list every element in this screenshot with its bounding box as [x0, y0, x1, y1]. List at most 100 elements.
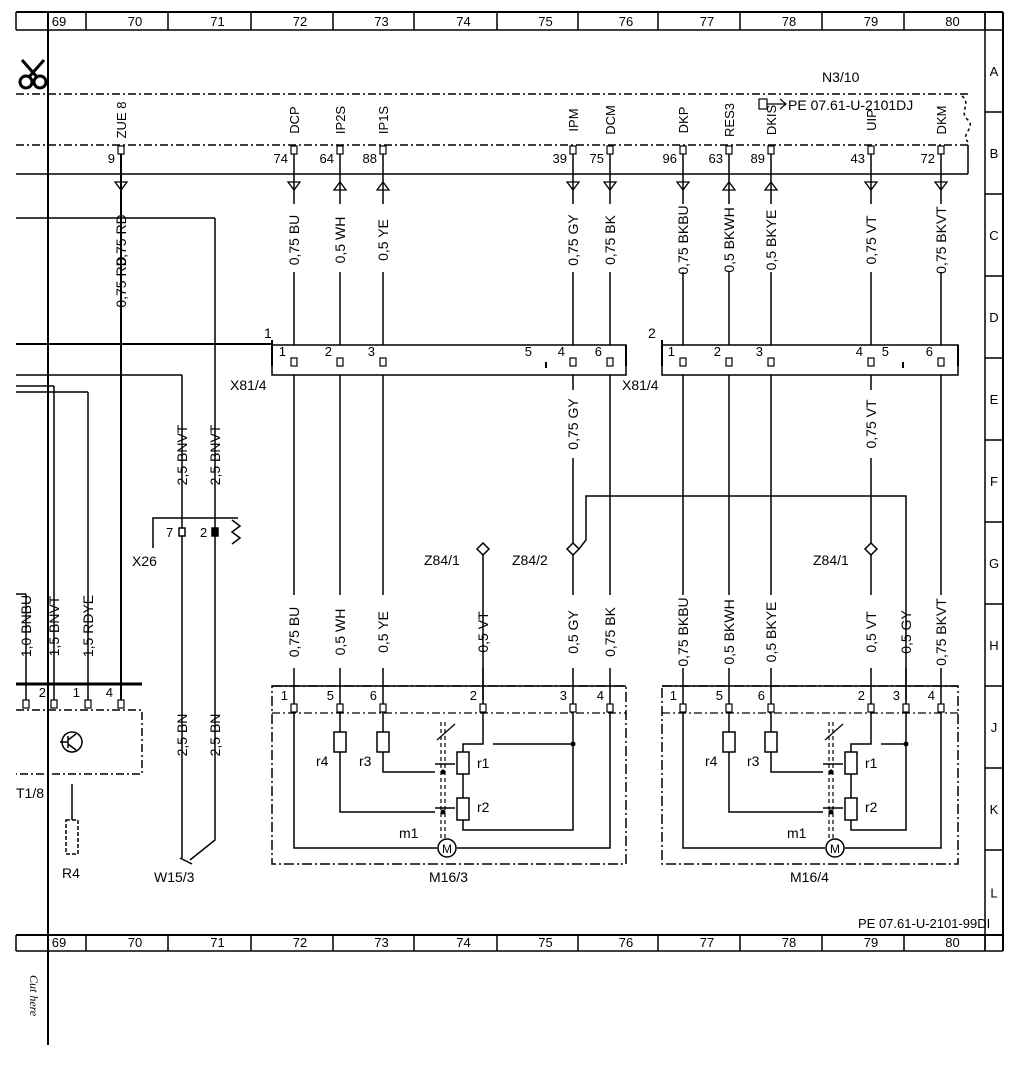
ecu-ref: PE 07.61-U-2101DJ [788, 97, 913, 113]
motor-pin-number: 4 [928, 688, 935, 703]
ecu-signal-label: RES3 [722, 103, 737, 137]
motor-wire [682, 712, 825, 849]
wire-label-upper: 0,5 BKYE [763, 210, 779, 271]
ecu-pin [290, 145, 298, 155]
wire-label-m163: 0,5 YE [375, 611, 391, 653]
motor-wire [382, 752, 435, 773]
ecu-pin [725, 145, 733, 155]
motor-pin [902, 703, 910, 713]
ecu-pin [679, 145, 687, 155]
motor-wire [462, 712, 484, 752]
motor-pin [606, 703, 614, 713]
motor-pin-number: 1 [670, 688, 677, 703]
resistor-r4 [333, 731, 347, 753]
junction-dot [828, 809, 834, 815]
motor-pin [569, 703, 577, 713]
column-ticks [15, 12, 986, 951]
wire-label-m163: 0,5 VT [475, 611, 491, 653]
column-label-top: 80 [945, 14, 959, 29]
label-m1: m1 [399, 825, 419, 841]
connector-pin-number: 5 [882, 344, 889, 359]
motor-pin [290, 703, 298, 713]
resistor-r3 [764, 731, 778, 753]
wire-label-m164: 0,5 BKWH [721, 599, 737, 664]
motor-symbol [825, 838, 845, 858]
ecu-pin-number: 43 [851, 151, 865, 166]
wire-label-upper: 0,75 BK [602, 214, 618, 264]
connector-pin [336, 357, 344, 367]
x26-label: X26 [132, 553, 157, 569]
connector-x81-4 [271, 340, 959, 376]
column-label-bottom: 78 [782, 935, 796, 950]
junction-dot [440, 769, 446, 775]
row-label: F [990, 474, 998, 489]
ground-w15-3 [179, 696, 216, 865]
motor-wire [770, 752, 823, 773]
row-label: E [990, 392, 999, 407]
connector-label-left: X81/4 [230, 377, 267, 393]
ecu-pin [937, 145, 945, 155]
column-label-top: 78 [782, 14, 796, 29]
wire-label-left: 1,0 BNBU [18, 595, 34, 657]
ecu-pins: ZUE 89DCP74IP2S64IP1S88IPM39DCM75DKP96RE… [108, 102, 949, 192]
column-label-top: 74 [456, 14, 470, 29]
resistor-r1 [456, 751, 470, 775]
ecu-pin-number: 88 [363, 151, 377, 166]
connector-pin-number: 2 [325, 344, 332, 359]
motor-symbol-label: M [442, 842, 452, 856]
resistor-r3 [376, 731, 390, 753]
column-label-bottom: 75 [538, 935, 552, 950]
wire-label-left: 1,5 RDYE [80, 595, 96, 657]
connector-label-right: X81/4 [622, 377, 659, 393]
motor-pin-number: 3 [893, 688, 900, 703]
ecu-signal-label: DKP [676, 107, 691, 134]
connector-x26 [152, 512, 242, 696]
label-r2: r2 [865, 799, 878, 815]
splice-z842: Z84/2 [512, 552, 548, 568]
t18-label: T1/8 [16, 785, 44, 801]
wire-label-upper: 0,5 YE [375, 219, 391, 261]
ecu-n3-10: N3/10 PE 07.61-U-2101DJ [16, 69, 971, 175]
motor-pin-number: 2 [470, 688, 477, 703]
wire-label-m164: 0,75 BKBU [675, 597, 691, 666]
wire-label-rd: 0,75 RD [113, 256, 129, 307]
t18-pin [84, 699, 92, 709]
motor-wire [339, 752, 435, 813]
junction-dot [440, 809, 446, 815]
column-label-bottom: 72 [293, 935, 307, 950]
wire-label-upper: 0,75 VT [863, 215, 879, 264]
wire-label-upper: 0,75 BU [286, 215, 302, 266]
connector-pin-number: 1 [668, 344, 675, 359]
connector-pin [379, 357, 387, 367]
column-label-top: 70 [128, 14, 142, 29]
ecu-signal-label: IPM [566, 108, 581, 131]
ecu-pin-number: 89 [751, 151, 765, 166]
motor-wire [850, 744, 907, 831]
splice-z841-left: Z84/1 [424, 552, 460, 568]
mech-arrow [824, 723, 844, 741]
connector-pin-number: 3 [368, 344, 375, 359]
label-r4: r4 [316, 753, 329, 769]
x26-pin-2: 2 [200, 525, 207, 540]
ecu-signal-label: DCP [287, 106, 302, 133]
connector-pin [867, 357, 875, 367]
wire-label-m164: 0,5 GY [898, 610, 914, 654]
column-label-top: 77 [700, 14, 714, 29]
connector-pin-number: 6 [926, 344, 933, 359]
label-r1: r1 [865, 755, 878, 771]
motor-symbol-label: M [830, 842, 840, 856]
motor-wire [728, 752, 823, 813]
connector-pin [679, 357, 687, 367]
motor-wire [881, 712, 907, 745]
splice-z841-right: Z84/1 [813, 552, 849, 568]
row-label: C [989, 228, 998, 243]
ecu-pin [569, 145, 577, 155]
ecu-pin-number: 39 [553, 151, 567, 166]
column-label-top: 69 [52, 14, 66, 29]
